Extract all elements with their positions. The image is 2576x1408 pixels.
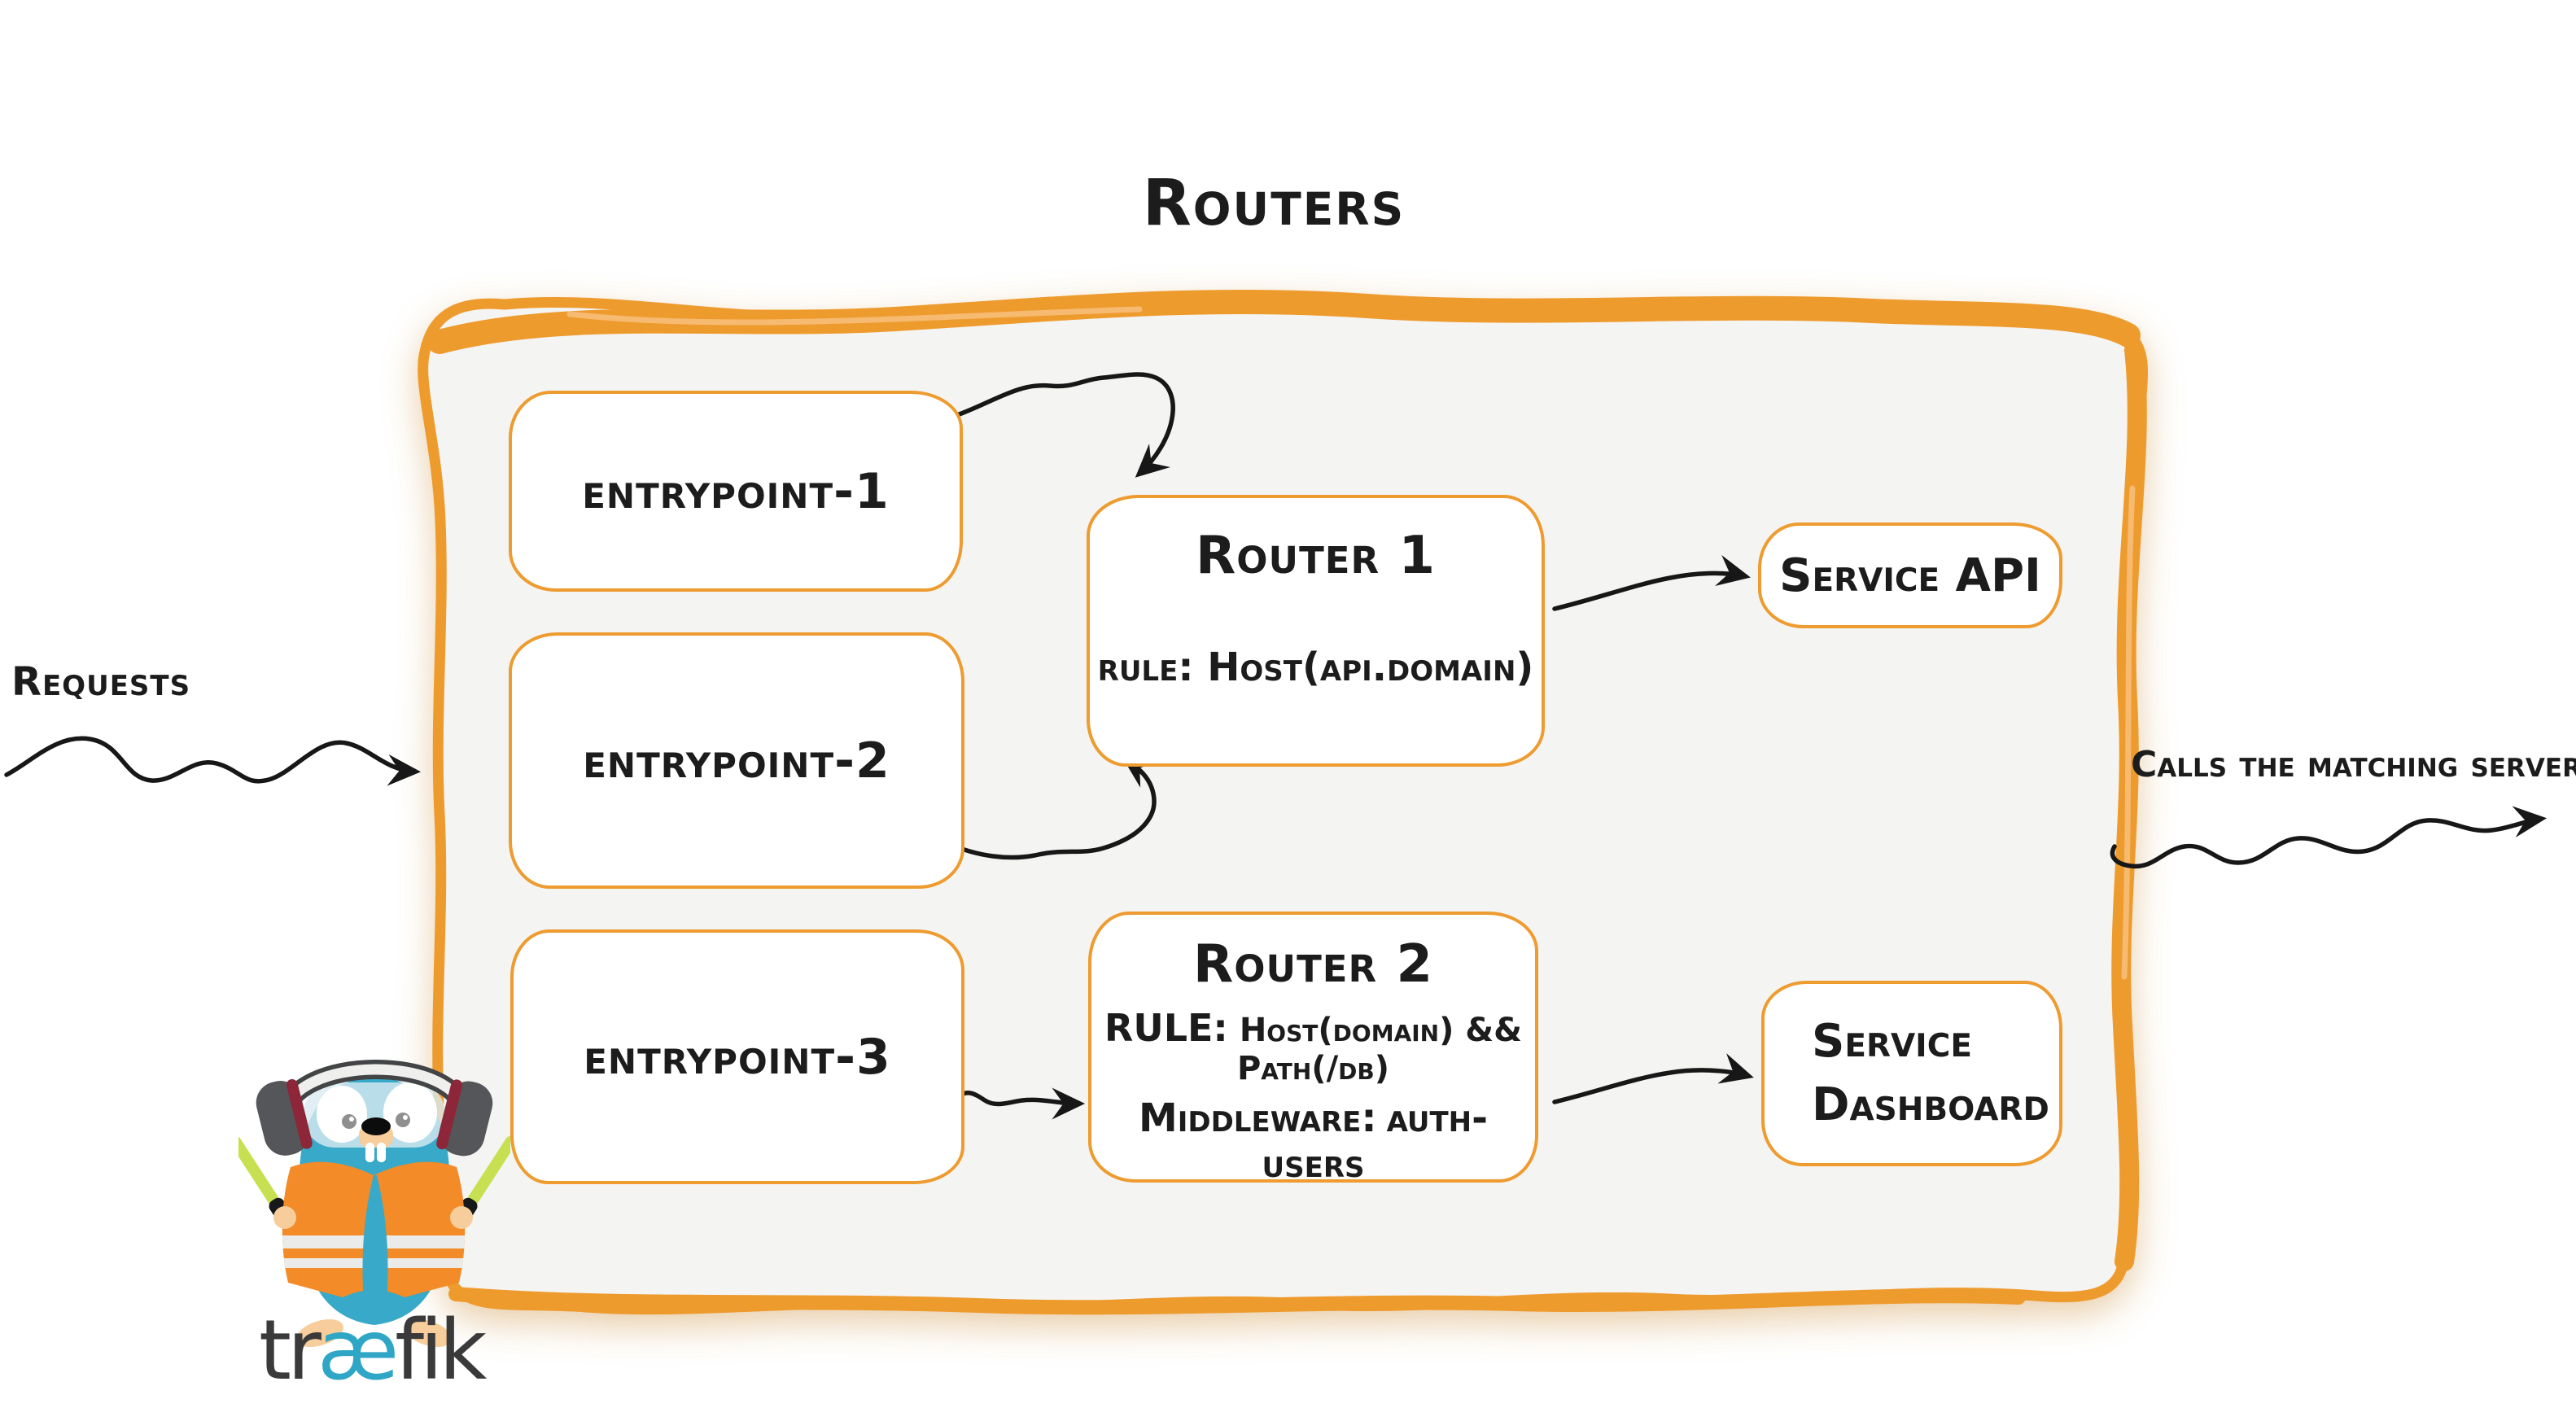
service-api-label: Service API xyxy=(1779,549,2041,602)
traefik-gopher-icon xyxy=(238,1060,510,1348)
router1-to-service-api-arrow xyxy=(1552,554,1751,611)
entrypoint-2-label: entrypoint-2 xyxy=(583,732,890,789)
router-2-middleware-value: auth-users xyxy=(1262,1095,1489,1187)
wordmark-tr: tr xyxy=(259,1302,321,1399)
entrypoint-3-node: entrypoint-3 xyxy=(510,929,964,1184)
entrypoint1-to-router1-arrow xyxy=(955,372,1175,478)
entrypoint3-to-router2-arrow xyxy=(953,1087,1086,1120)
router-1-title: Router 1 xyxy=(1196,526,1436,586)
entrypoint-1-node: entrypoint-1 xyxy=(509,391,963,592)
router-1-rule: rule: Host(api.domain) xyxy=(1097,645,1534,690)
calls-matching-server-label: Calls the matching server xyxy=(2131,744,2576,785)
entrypoint-1-label: entrypoint-1 xyxy=(582,462,890,520)
router-1-node: Router 1 rule: Host(api.domain) xyxy=(1087,495,1545,767)
service-api-node: Service API xyxy=(1758,523,2062,628)
requests-label: Requests xyxy=(11,659,191,705)
entrypoint-2-node: entrypoint-2 xyxy=(509,632,964,889)
router-2-middleware: Middleware:auth-users xyxy=(1091,1095,1535,1187)
service-dashboard-node: Service Dashboard xyxy=(1761,981,2062,1166)
router-2-rule-label: RULE: xyxy=(1104,1006,1228,1050)
diagram-title: Routers xyxy=(1142,167,1406,240)
calls-matching-server-arrow xyxy=(2110,806,2548,869)
router-2-middleware-label: Middleware: xyxy=(1138,1095,1377,1141)
router-2-rule-value: Host(domain) && Path(/db) xyxy=(1236,1012,1523,1087)
service-dashboard-label: Service Dashboard xyxy=(1812,1014,2049,1131)
router-2-rule: RULE:Host(domain) && Path(/db) xyxy=(1091,1006,1535,1087)
traefik-wordmark: træfik xyxy=(259,1302,487,1399)
entrypoint2-to-router1-arrow xyxy=(945,756,1158,860)
requests-arrow xyxy=(4,736,422,786)
wordmark-ae: æ xyxy=(317,1302,399,1399)
router-2-title: Router 2 xyxy=(1193,934,1433,995)
wordmark-fik: fik xyxy=(395,1302,487,1399)
router-2-node: Router 2 RULE:Host(domain) && Path(/db) … xyxy=(1088,912,1538,1187)
router2-to-service-dashboard-arrow xyxy=(1552,1053,1754,1104)
entrypoint-3-label: entrypoint-3 xyxy=(584,1028,891,1086)
